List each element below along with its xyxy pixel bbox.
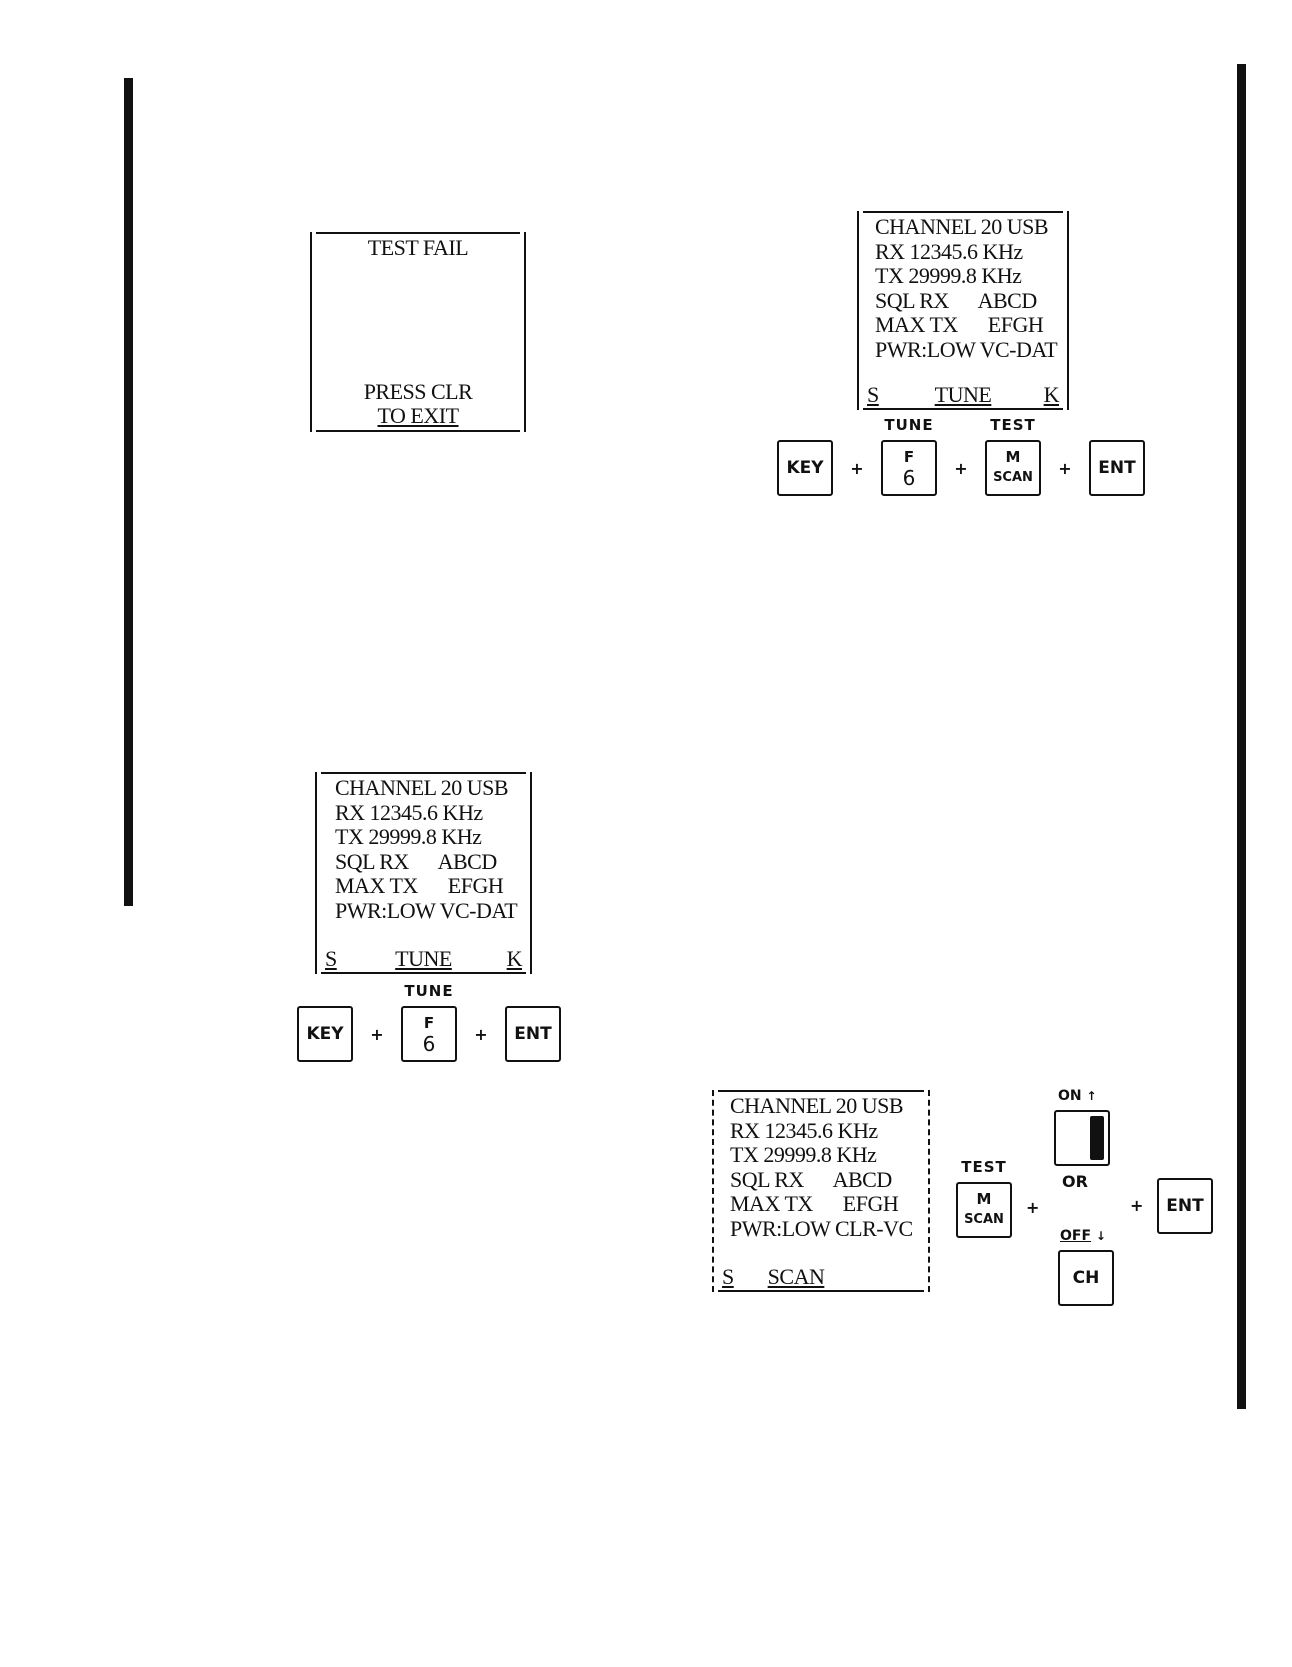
display-line: RX 12345.6 KHz — [875, 238, 1023, 264]
footer-left: S — [325, 945, 337, 971]
scan-label: SCAN — [993, 470, 1033, 485]
toggle-lever — [1090, 1116, 1104, 1160]
footer-right: K — [1043, 381, 1060, 407]
key-button[interactable]: KEY — [777, 440, 833, 496]
display-line: MAX TX EFGH — [335, 873, 504, 898]
ent-button[interactable]: ENT — [1157, 1178, 1213, 1234]
plus-sign: + — [1058, 458, 1072, 478]
six-label: 6 — [422, 1032, 436, 1056]
display-footer: S TUNE K — [867, 381, 1060, 408]
display-line: TX 29999.8 KHz — [875, 263, 1022, 288]
change-bar-right — [1237, 64, 1246, 1409]
footer-right: K — [506, 945, 523, 971]
test-fail-instruction-2: TO EXIT — [377, 403, 459, 428]
off-label: OFF ↓ — [1060, 1228, 1106, 1244]
display-line: TX 29999.8 KHz — [335, 824, 482, 849]
arrow-down-icon: ↓ — [1095, 1229, 1106, 1243]
plus-sign: + — [954, 458, 968, 478]
display-footer: S TUNE K — [325, 945, 523, 972]
test-fail-display: TEST FAIL PRESS CLR TO EXIT — [310, 232, 526, 432]
scan-label: SCAN — [964, 1212, 1004, 1227]
ent-button[interactable]: ENT — [505, 1006, 561, 1062]
six-label: 6 — [902, 466, 916, 490]
footer-mode: TUNE — [395, 945, 452, 971]
on-label: ON ↑ — [1058, 1088, 1097, 1104]
display-line: SQL RX ABCD — [335, 848, 497, 874]
display-line: CHANNEL 20 USB — [875, 214, 1049, 239]
footer-left: S — [867, 381, 879, 407]
off-text: OFF — [1060, 1228, 1092, 1244]
plus-sign: + — [1026, 1198, 1040, 1217]
display-footer: S SCAN — [722, 1263, 920, 1290]
test-legend: TEST — [961, 1158, 1007, 1176]
m-scan-test-button[interactable]: TEST M SCAN — [985, 416, 1041, 496]
m-label: M — [976, 1190, 992, 1208]
footer-mode: SCAN — [767, 1263, 825, 1289]
plus-sign: + — [370, 1024, 384, 1044]
ent-button[interactable]: ENT — [1089, 440, 1145, 496]
display-line: TX 29999.8 KHz — [730, 1142, 877, 1167]
display-line: CHANNEL 20 USB — [730, 1093, 904, 1118]
display-line: RX 12345.6 KHz — [730, 1117, 878, 1143]
test-legend: TEST — [990, 416, 1036, 434]
mode-toggle-switch[interactable] — [1054, 1110, 1110, 1166]
display-line: SQL RX ABCD — [730, 1166, 892, 1192]
display-line: MAX TX EFGH — [875, 312, 1044, 337]
f-label: F — [423, 1014, 435, 1032]
footer-mode: TUNE — [934, 381, 992, 407]
plus-sign: + — [474, 1024, 488, 1044]
or-label: OR — [1062, 1172, 1088, 1191]
plus-sign: + — [850, 458, 864, 478]
f6-tune-button[interactable]: TUNE F 6 — [881, 416, 937, 496]
display-line: CHANNEL 20 USB — [335, 775, 509, 800]
f-label: F — [903, 448, 915, 466]
display-line: MAX TX EFGH — [730, 1191, 899, 1216]
key-sequence-tune: KEY + TUNE F 6 + ENT — [297, 982, 561, 1062]
tune-legend: TUNE — [884, 416, 934, 434]
display-line: PWR:LOW VC-DAT — [335, 897, 518, 923]
tune-display-bottom: CHANNEL 20 USB RX 12345.6 KHz TX 29999.8… — [315, 772, 532, 974]
m-scan-test-button[interactable]: TEST M SCAN — [956, 1158, 1012, 1238]
change-bar-left — [124, 78, 133, 906]
key-sequence-tune-test: KEY + TUNE F 6 + TEST M SCAN + ENT — [777, 416, 1145, 496]
test-fail-instruction: PRESS CLR — [363, 379, 473, 404]
display-line: SQL RX ABCD — [875, 287, 1037, 313]
scan-display: CHANNEL 20 USB RX 12345.6 KHz TX 29999.8… — [712, 1090, 930, 1292]
display-line: PWR:LOW VC-DAT — [875, 336, 1058, 362]
tune-display-top: CHANNEL 20 USB RX 12345.6 KHz TX 29999.8… — [857, 211, 1069, 410]
ch-button[interactable]: CH — [1058, 1250, 1114, 1306]
footer-left: S — [722, 1263, 734, 1289]
tune-legend: TUNE — [404, 982, 454, 1000]
test-fail-title: TEST FAIL — [367, 235, 469, 260]
display-line: RX 12345.6 KHz — [335, 799, 483, 825]
f6-tune-button[interactable]: TUNE F 6 — [401, 982, 457, 1062]
display-line: PWR:LOW CLR-VC — [730, 1215, 913, 1241]
key-button[interactable]: KEY — [297, 1006, 353, 1062]
arrow-up-icon: ↑ — [1086, 1089, 1097, 1103]
plus-sign: + — [1130, 1196, 1144, 1215]
m-label: M — [1005, 448, 1021, 466]
on-text: ON — [1058, 1088, 1082, 1104]
